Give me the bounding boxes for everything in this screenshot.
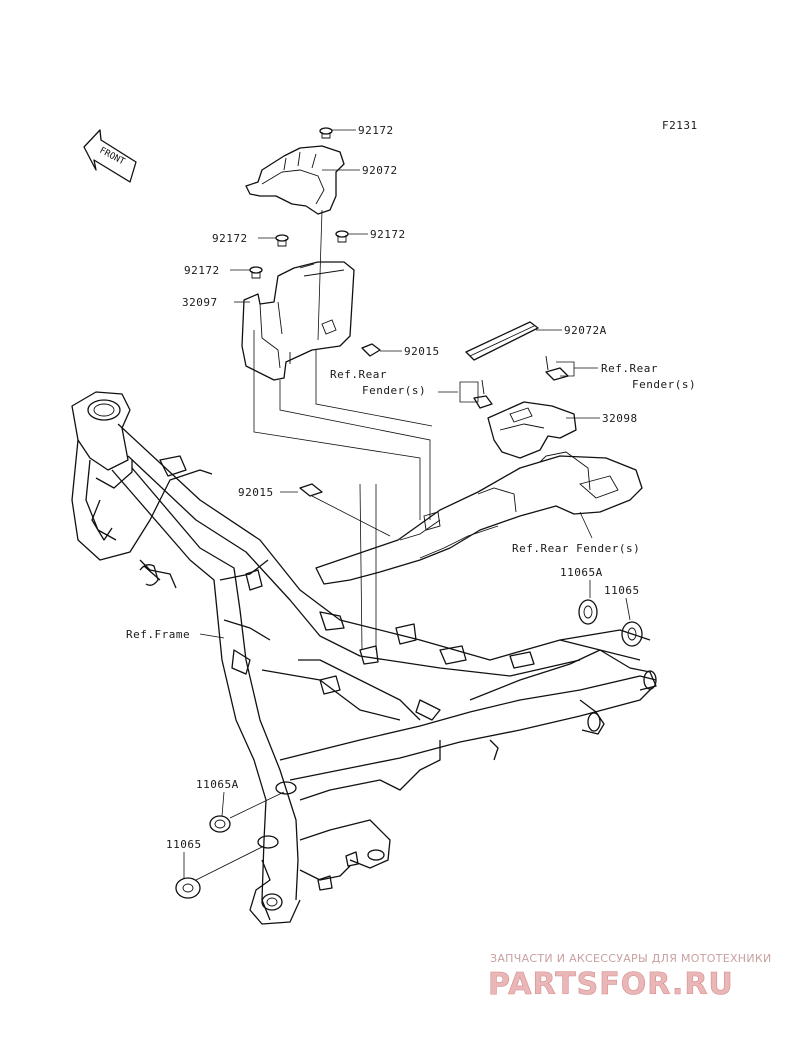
bracket-92072 (245, 145, 345, 215)
rubber-92015-upper (361, 343, 381, 357)
label-11065-left: 11065 (166, 838, 202, 851)
grommet-11065-right (621, 621, 643, 647)
screw-92172-right (335, 230, 349, 243)
label-92072A: 92072A (564, 324, 607, 337)
label-92172-right: 92172 (370, 228, 406, 241)
frame (71, 391, 657, 925)
ref-rear-fender-a-line2: Fender(s) (362, 384, 426, 397)
clip-fastener-a (473, 379, 493, 409)
screw-92172-side (249, 266, 263, 279)
rear-fender-assembly (315, 451, 643, 585)
label-92015-upper: 92015 (404, 345, 440, 358)
label-92172-top: 92172 (358, 124, 394, 137)
label-92015-lower: 92015 (238, 486, 274, 499)
ref-rear-fender-c: Ref.Rear Fender(s) (512, 542, 640, 555)
label-92072: 92072 (362, 164, 398, 177)
grommet-11065-left (175, 877, 201, 899)
figure-code: F2131 (662, 119, 698, 132)
front-arrow-icon: FRONT (83, 129, 137, 183)
ref-rear-fender-b-line2: Fender(s) (632, 378, 696, 391)
label-92172-side: 92172 (184, 264, 220, 277)
ref-rear-fender-a-line1: Ref.Rear (330, 368, 387, 381)
strap-92072A (465, 321, 539, 361)
grommet-11065A-left (209, 815, 231, 833)
ref-rear-fender-b-line1: Ref.Rear (601, 362, 658, 375)
screw-92172-left (275, 234, 289, 247)
case-32097 (241, 261, 355, 381)
cover-32098 (487, 401, 577, 459)
rubber-92015-lower (299, 483, 323, 497)
label-11065A-right: 11065A (560, 566, 603, 579)
label-32097: 32097 (182, 296, 218, 309)
watermark-tagline: ЗАПЧАСТИ И АКСЕССУАРЫ ДЛЯ МОТОТЕХНИКИ (490, 952, 772, 965)
watermark-brand: PARTSFOR.RU (488, 967, 734, 1002)
grommet-11065A-right (578, 599, 598, 625)
label-11065-right: 11065 (604, 584, 640, 597)
screw-92172-top (319, 127, 356, 139)
label-32098: 32098 (602, 412, 638, 425)
label-92172-left: 92172 (212, 232, 248, 245)
ref-frame: Ref.Frame (126, 628, 190, 641)
label-11065A-left: 11065A (196, 778, 239, 791)
